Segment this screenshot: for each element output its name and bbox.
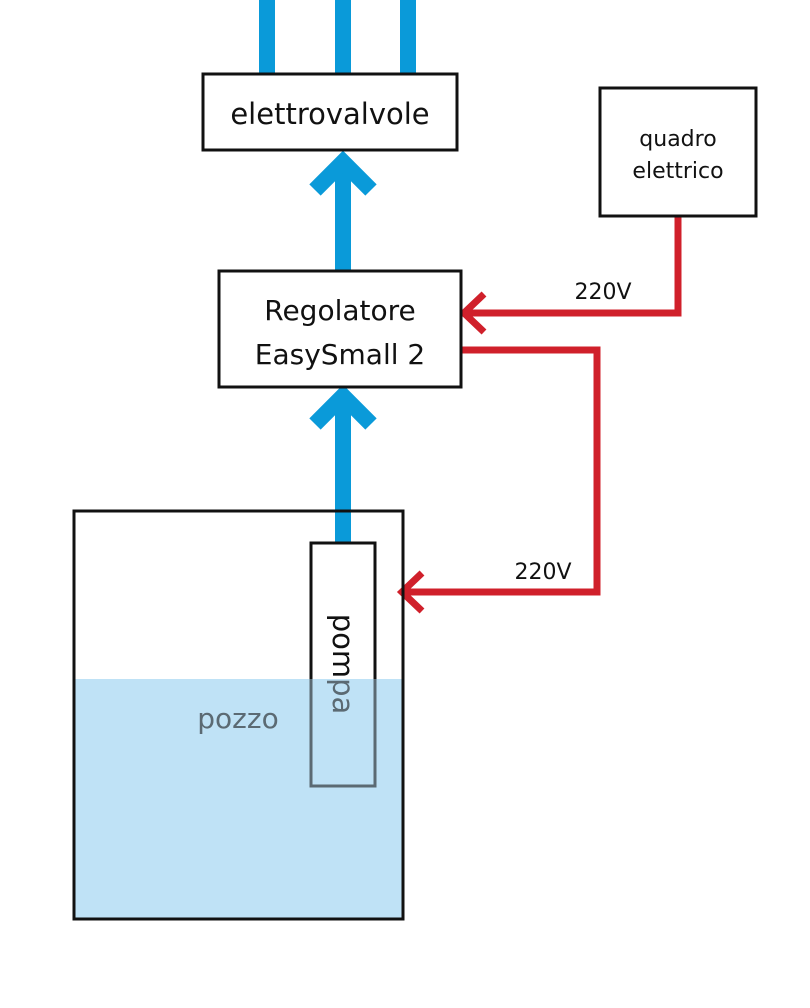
output-pipes xyxy=(259,0,416,74)
output-pipe-1 xyxy=(259,0,275,74)
well: pozzo xyxy=(72,509,405,921)
well-frame xyxy=(72,509,405,921)
regulator-label-line1: Regolatore xyxy=(264,294,416,327)
water-pipe-segment xyxy=(335,406,351,542)
pump-frame-submerged xyxy=(309,679,377,788)
output-pipe-3 xyxy=(400,0,416,74)
pump: pompa pompa xyxy=(309,541,377,788)
regulator-box: Regolatore EasySmall 2 xyxy=(217,269,463,389)
power-wire xyxy=(406,346,601,596)
pump-label-dry: pompa xyxy=(326,614,360,715)
panel-label-line1: quadro xyxy=(639,127,716,152)
power-line-regulator-to-pump: 220V xyxy=(396,346,601,614)
pump-frame-dry xyxy=(309,541,377,679)
output-pipe-2 xyxy=(335,0,351,74)
water-pipe-pump-to-regulator xyxy=(309,384,377,542)
water-arrow-head xyxy=(309,150,377,196)
power-line-panel-to-regulator: 220V xyxy=(458,215,682,335)
voltage-label-panel: 220V xyxy=(574,280,631,305)
pump-label-submerged: pompa xyxy=(326,614,360,715)
water-pipe-segment xyxy=(335,172,351,270)
power-arrow-head xyxy=(458,291,487,335)
water-pipe-regulator-to-valves xyxy=(309,150,377,270)
voltage-label-pump: 220V xyxy=(514,560,571,585)
valves-box-frame xyxy=(201,72,459,152)
panel-box-frame xyxy=(598,86,758,218)
valves-box: elettrovalvole xyxy=(201,72,459,152)
power-wire xyxy=(468,215,682,317)
regulator-label-line2: EasySmall 2 xyxy=(255,338,426,371)
well-water xyxy=(74,679,403,919)
valves-label: elettrovalvole xyxy=(230,97,429,131)
water-arrow-head xyxy=(309,384,377,430)
panel-box: quadro elettrico xyxy=(598,86,758,218)
regulator-box-frame xyxy=(217,269,463,389)
well-label: pozzo xyxy=(197,702,278,735)
panel-label-line2: elettrico xyxy=(632,159,723,184)
